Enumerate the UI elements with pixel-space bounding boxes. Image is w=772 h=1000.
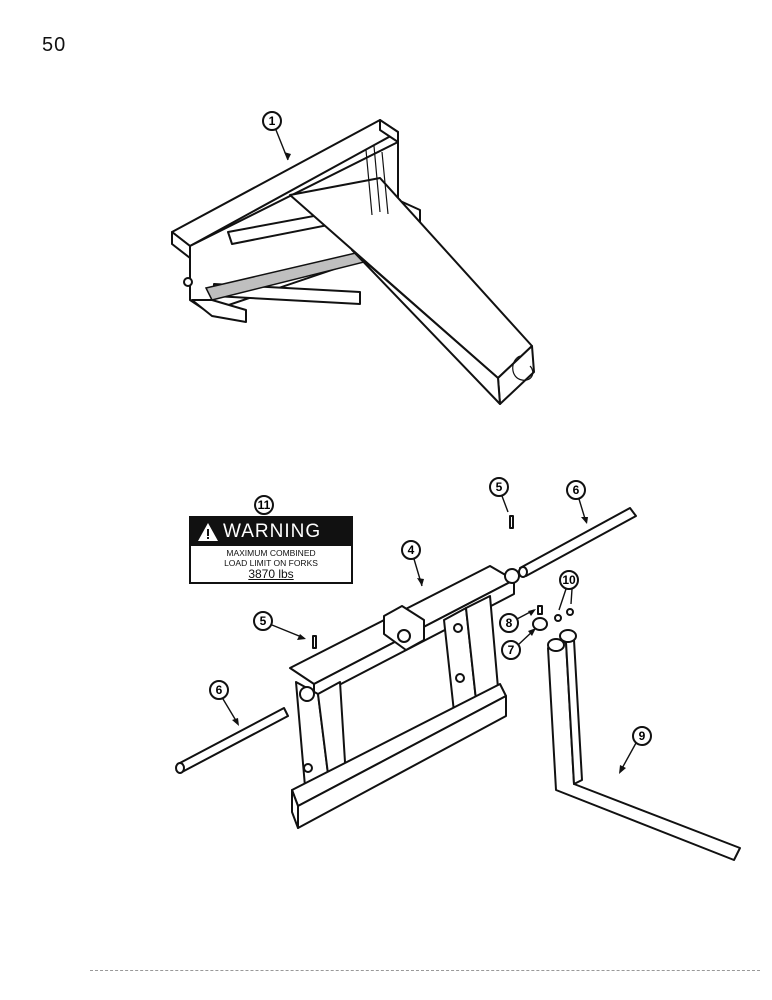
callout-8: 8 [499,609,536,633]
callout-6-right: 6 [566,480,588,524]
nut-right [566,608,574,616]
warning-line-1: MAXIMUM COMBINED [226,548,316,558]
svg-text:6: 6 [216,683,223,697]
svg-text:10: 10 [562,573,576,587]
callout-6-left: 6 [209,680,239,726]
roll-pin-upper [509,515,514,529]
pin-left [175,707,289,774]
callout-1: 1 [262,111,291,161]
boom-frame-assembly [171,119,535,405]
callout-11: 11 [254,495,274,515]
svg-text:5: 5 [260,614,267,628]
svg-text:4: 4 [408,543,415,557]
callout-7: 7 [501,628,536,660]
grease-fitting [537,605,543,615]
nut-left [554,614,562,622]
warning-decal: WARNING MAXIMUM COMBINED LOAD LIMIT ON F… [189,516,353,584]
svg-text:6: 6 [573,483,580,497]
warning-load-limit: 3870 lbs [248,567,294,581]
warning-triangle-icon [198,523,218,541]
callout-9: 9 [619,726,652,774]
footer-rule [90,970,760,973]
fork [547,629,741,861]
svg-text:8: 8 [506,616,513,630]
bushing [532,617,548,631]
svg-text:1: 1 [269,114,276,128]
page-number: 50 [42,34,67,56]
pin-right [518,507,637,578]
svg-text:5: 5 [496,480,503,494]
svg-text:11: 11 [258,498,271,512]
callout-5-upper: 5 [489,477,509,513]
roll-pin-lower [312,635,317,649]
svg-text:9: 9 [639,729,646,743]
warning-title: WARNING [223,521,322,542]
svg-text:7: 7 [508,643,515,657]
fork-carriage [289,565,520,829]
callout-4: 4 [401,540,424,587]
callout-5-lower: 5 [253,611,306,640]
warning-header: WARNING [191,518,351,546]
warning-line-2: LOAD LIMIT ON FORKS [224,558,318,568]
callout-10: 10 [558,570,579,611]
